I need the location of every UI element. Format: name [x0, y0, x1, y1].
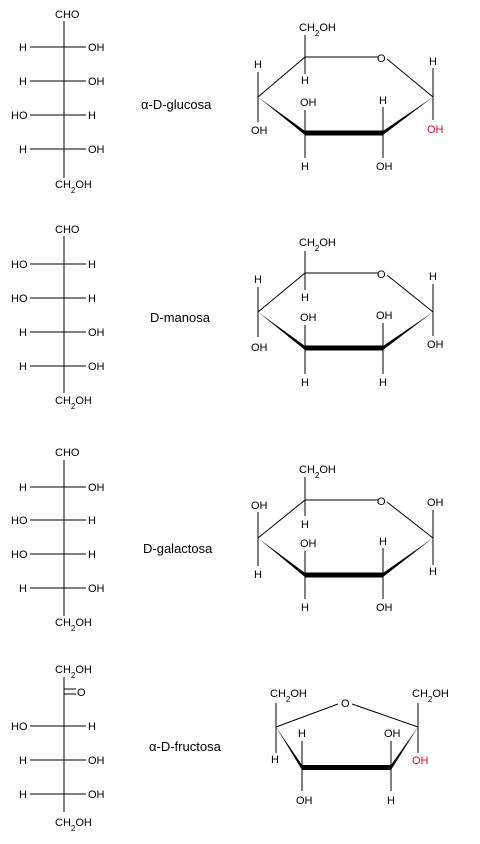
fischer-left: H [19, 42, 27, 54]
fischer-left: H [19, 482, 27, 494]
sugar-glucosa: CHO H OH H OH HO H H OH CH2OH α-D-glucos… [11, 9, 444, 195]
sugar-name: D-galactosa [143, 541, 213, 556]
fischer-left: HO [11, 259, 28, 271]
c4-up: OH [251, 500, 268, 512]
fischer-projection: CH2OH O HO H H OH H OH CH2OH [11, 664, 105, 833]
sugar-name: α-D-fructosa [149, 739, 222, 754]
c3-up: OH [300, 312, 317, 324]
fischer-right: H [88, 259, 96, 271]
fischer-bottom: CH2OH [55, 179, 92, 195]
c4-up: H [254, 274, 262, 286]
c3-down: H [301, 377, 309, 389]
fischer-right: H [88, 721, 96, 733]
fischer-right: OH [88, 76, 105, 88]
fischer-left: HO [11, 549, 28, 561]
fischer-projection: CHO H OH HO H HO H H OH CH2OH [11, 447, 105, 633]
fischer-bottom: CH2OH [55, 817, 92, 833]
c5-sub: H [301, 75, 309, 87]
fischer-projection: CHO HO H HO H H OH H OH CH2OH [11, 224, 105, 411]
fischer-left: H [19, 144, 27, 156]
c1-down: H [429, 566, 437, 578]
fischer-left: HO [11, 293, 28, 305]
sugar-name: α-D-glucosa [141, 97, 212, 112]
haworth-projection: O CH2OH H H OH OH H OH H H OH [251, 237, 444, 389]
c2-up: CH2OH [412, 688, 449, 704]
c4-down: H [254, 569, 262, 581]
fischer-top: CHO [55, 224, 80, 236]
haworth-projection: O CH2OH H H OH OH H H OH H OH [251, 22, 444, 173]
c4-up: H [254, 59, 262, 71]
c3-up: OH [300, 97, 317, 109]
c3-down: H [387, 795, 395, 807]
fischer-right: H [88, 110, 96, 122]
fischer-right: OH [88, 755, 105, 767]
sugar-fructosa: CH2OH O HO H H OH H OH CH2OH α-D-fructos… [11, 664, 449, 833]
c3-down: H [301, 602, 309, 614]
c6-group: CH2OH [299, 237, 336, 253]
fischer-right: H [88, 293, 96, 305]
c3-up: OH [300, 538, 317, 550]
fischer-left: H [19, 755, 27, 767]
c3-down: H [301, 161, 309, 173]
c1-down-anomeric: OH [427, 124, 444, 136]
c6-group: CH2OH [270, 688, 307, 704]
c2-up: H [379, 536, 387, 548]
fischer-right: OH [88, 42, 105, 54]
c4-down: OH [296, 795, 313, 807]
fischer-right: OH [88, 361, 105, 373]
fischer-top: CHO [55, 9, 80, 21]
fischer-right: OH [88, 583, 105, 595]
fischer-right: H [88, 515, 96, 527]
fischer-left: HO [11, 515, 28, 527]
c4-down: OH [251, 342, 268, 354]
fischer-left: H [19, 361, 27, 373]
c3-up: OH [384, 728, 401, 740]
sugar-name: D-manosa [150, 310, 211, 325]
sugar-galactosa: CHO H OH HO H HO H H OH CH2OH D-galactos… [11, 447, 444, 633]
fischer-top: CHO [55, 447, 80, 459]
fischer-bottom: CH2OH [55, 617, 92, 633]
c5-sub: H [301, 519, 309, 531]
fischer-left: H [19, 76, 27, 88]
c2-down: OH [376, 602, 393, 614]
c1-up: H [429, 56, 437, 68]
c5-sub: H [271, 754, 279, 766]
c2-down: H [379, 377, 387, 389]
haworth-projection: O CH2OH H OH H OH H H OH OH H [251, 464, 444, 614]
ring-oxygen: O [341, 698, 350, 710]
fischer-left: H [19, 789, 27, 801]
ring-oxygen: O [377, 269, 386, 281]
c2-down-anomeric: OH [412, 755, 429, 767]
fischer-right: H [88, 549, 96, 561]
fischer-projection: CHO H OH H OH HO H H OH CH2OH [11, 9, 105, 195]
fischer-top: CH2OH [55, 664, 92, 680]
c1-up: OH [427, 497, 444, 509]
fischer-left: H [19, 327, 27, 339]
c6-group: CH2OH [299, 464, 336, 480]
c1-down: OH [427, 339, 444, 351]
fischer-right: OH [88, 789, 105, 801]
c6-group: CH2OH [299, 22, 336, 38]
c2-up: OH [376, 310, 393, 322]
fischer-right: OH [88, 482, 105, 494]
c5-sub: H [301, 292, 309, 304]
c4-down: OH [251, 125, 268, 137]
ring-oxygen: O [377, 53, 386, 65]
fischer-left: H [19, 583, 27, 595]
fischer-carbonyl-oxygen: O [77, 687, 86, 699]
haworth-furanose: O CH2OH H H OH OH H CH2OH OH [270, 688, 449, 807]
fischer-right: OH [88, 327, 105, 339]
fischer-left: HO [11, 721, 28, 733]
c2-up: H [379, 95, 387, 107]
c1-up: H [429, 271, 437, 283]
ring-oxygen: O [377, 496, 386, 508]
sugar-manosa: CHO HO H HO H H OH H OH CH2OH D-manosa [11, 224, 444, 411]
c2-down: OH [376, 161, 393, 173]
fischer-left: HO [11, 110, 28, 122]
fischer-bottom: CH2OH [55, 395, 92, 411]
c4-up: H [298, 728, 306, 740]
fischer-right: OH [88, 144, 105, 156]
